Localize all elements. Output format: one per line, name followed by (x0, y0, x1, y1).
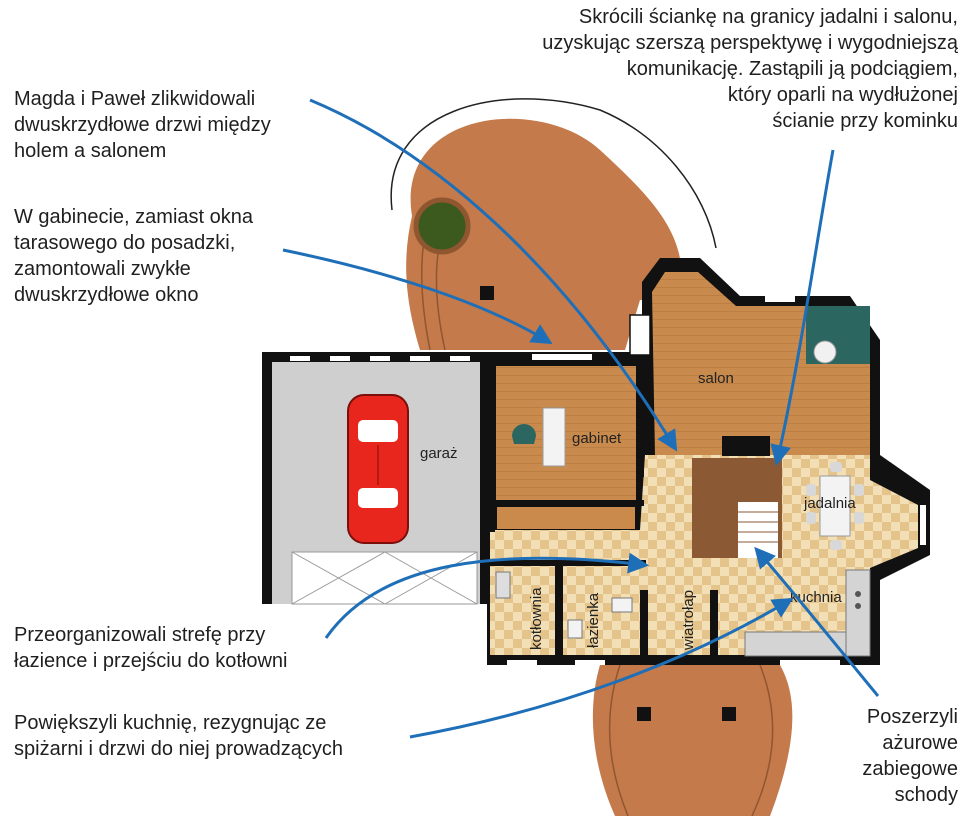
annotation-bathroom: Przeorganizowali strefę przy łazience i … (14, 624, 288, 672)
toilet-icon (611, 597, 633, 613)
front-terrace (592, 664, 793, 816)
windows (507, 243, 926, 665)
arrow-kitchen (409, 597, 794, 739)
annotation-arrows (282, 98, 880, 739)
washbasin-icon (567, 619, 583, 639)
annotation-wall: Skrócili ściankę na granicy jadalni i sa… (542, 6, 958, 132)
room-label-kotlownia: kotłownia (528, 587, 545, 650)
room-label-garaz: garaż (420, 445, 458, 462)
boiler-icon (495, 571, 511, 599)
kitchen-counters (744, 569, 871, 657)
room-label-gabinet: gabinet (572, 430, 622, 447)
dining-table-icon (806, 462, 864, 550)
desk-icon (542, 407, 566, 467)
room-label-kuchnia: kuchnia (790, 589, 842, 606)
room-label-jadalnia: jadalnia (803, 495, 856, 512)
arrow-bathroom (324, 552, 650, 639)
room-label-lazienka: łazienka (585, 592, 602, 648)
room-label-wiatrolap: wiatrołap (680, 590, 697, 651)
annotation-stairs: Poszerzyli ażurowe zabiegowe schody (862, 706, 958, 806)
office-chair-icon (512, 424, 536, 444)
annotation-kitchen: Powiększyli kuchnię, rezygnując ze spiża… (14, 712, 344, 760)
armchair-icon (813, 340, 837, 364)
arrow-doors (309, 98, 678, 452)
annotation-office: W gabinecie, zamiast okna tarasowego do … (14, 206, 254, 306)
wardrobe (495, 505, 637, 531)
arrow-stairs (754, 546, 880, 697)
room-label-salon: salon (698, 370, 734, 387)
back-terrace (390, 98, 717, 351)
interior-walls (487, 352, 718, 655)
car-icon (347, 394, 409, 544)
arrow-office (282, 248, 553, 345)
annotation-doors: Magda i Paweł zlikwidowali dwuskrzydłowe… (14, 88, 271, 162)
arrow-wall (770, 149, 835, 467)
